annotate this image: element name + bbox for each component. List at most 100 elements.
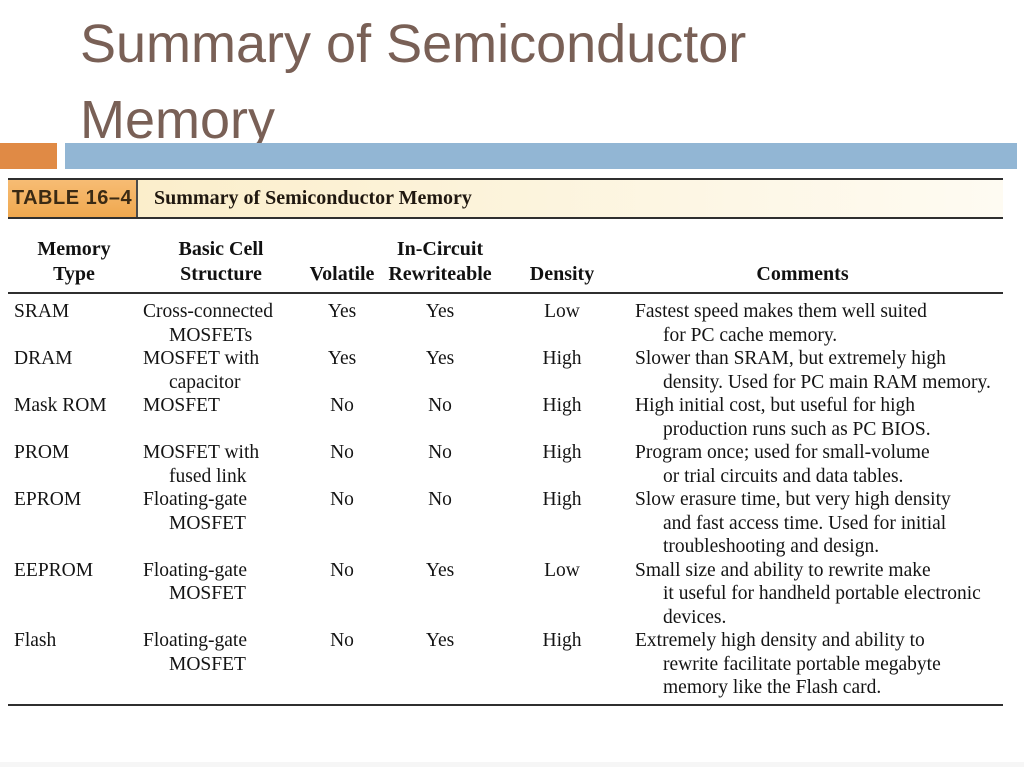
cell-line: Extremely high density and ability to [635, 630, 925, 651]
rewriteable-cell: No [428, 395, 452, 416]
cell-line: memory like the Flash card. [663, 677, 882, 698]
table-caption: Summary of Semiconductor Memory [138, 180, 1003, 217]
cell-line: for PC cache memory. [663, 324, 838, 346]
column-header-line: Basic Cell [178, 238, 264, 260]
memory-type-cell: PROM [14, 442, 70, 463]
cell-line: MOSFET [143, 395, 220, 416]
rewriteable-cell: No [428, 442, 452, 463]
rewriteable-cell: Yes [425, 559, 455, 581]
volatile-cell: Yes [327, 348, 357, 369]
cell-line: MOSFET with [143, 348, 260, 369]
cell-line: density. Used for PC main RAM memory. [663, 371, 991, 393]
cell-line: High initial cost, but useful for high [635, 395, 916, 416]
cell-line: Program once; used for small-volume [635, 442, 930, 463]
table-row: Mask ROM MOSFET No No High High initial cost,… [8, 394, 1003, 441]
volatile-cell: No [330, 489, 354, 510]
slide-title: Summary of Semiconductor Memory [80, 14, 747, 150]
accent-square [0, 143, 57, 169]
comments-cell: Slow erasure time, but very high density… [626, 488, 1003, 559]
cell-line: it useful for handheld portable electron… [663, 583, 981, 604]
cell-line: Cross-connected [143, 301, 273, 322]
column-header-line: Volatile [309, 263, 375, 285]
column-header-volatile: Volatile [302, 262, 382, 287]
cell-line: production runs such as PC BIOS. [663, 418, 931, 440]
volatile-cell: No [330, 559, 354, 581]
cell-line: and fast access time. Used for initial [663, 512, 947, 534]
accent-bar [65, 143, 1017, 169]
column-header-line: Structure [180, 263, 262, 285]
density-cell: High [542, 489, 582, 510]
column-header-density: Density [498, 262, 626, 287]
column-header-line: Comments [756, 263, 849, 285]
density-cell: High [542, 348, 582, 369]
cell-line: MOSFET [169, 583, 246, 604]
rewriteable-cell: No [428, 489, 452, 510]
memory-type-cell: Flash [14, 630, 57, 651]
table-title-band: TABLE 16–4 Summary of Semiconductor Memo… [8, 180, 1003, 219]
cell-line: MOSFET with [143, 442, 260, 463]
density-cell: High [542, 630, 582, 651]
cell-line: Small size and ability to rewrite make [635, 559, 931, 581]
memory-type-cell: Mask ROM [14, 395, 107, 416]
volatile-cell: No [330, 395, 354, 416]
table-label: TABLE 16–4 [8, 180, 138, 217]
volatile-cell: No [330, 630, 354, 651]
column-header-line: Rewriteable [388, 263, 492, 285]
cell-line: troubleshooting and design. [663, 536, 880, 557]
cell-line: rewrite facilitate portable megabyte [663, 653, 941, 675]
cell-line: fused link [169, 465, 247, 487]
cell-line: or trial circuits and data tables. [663, 465, 904, 487]
rewriteable-cell: Yes [425, 630, 455, 651]
memory-type-cell: SRAM [14, 301, 70, 322]
rewriteable-cell: Yes [425, 348, 455, 369]
volatile-cell: No [330, 442, 354, 463]
memory-type-cell: EEPROM [14, 559, 94, 581]
memory-type-cell: DRAM [14, 348, 73, 369]
summary-table: TABLE 16–4 Summary of Semiconductor Memo… [8, 178, 1003, 706]
slide-bottom-edge [0, 762, 1024, 767]
cell-line: Slow erasure time, but very high density [635, 489, 951, 510]
density-cell: Low [544, 559, 580, 581]
cell-line: Floating-gate [143, 630, 247, 651]
column-header-comments: Comments [626, 262, 1003, 287]
column-header-line: In-Circuit [396, 238, 484, 260]
density-cell: High [542, 442, 582, 463]
cell-line: Fastest speed makes them well suited [635, 301, 927, 322]
density-cell: High [542, 395, 582, 416]
cell-line: Floating-gate [143, 489, 247, 510]
cell-line: Slower than SRAM, but extremely high [635, 348, 946, 369]
structure-cell: MOSFET [140, 394, 302, 441]
column-header-line: Density [529, 263, 595, 285]
cell-line: MOSFET [169, 512, 246, 534]
column-header-line: Type [53, 263, 95, 285]
cell-line: Floating-gate [143, 559, 247, 581]
rewriteable-cell: Yes [425, 301, 455, 322]
memory-type-cell: EPROM [14, 489, 82, 510]
volatile-cell: Yes [327, 301, 357, 322]
column-header-line: Memory [37, 238, 111, 260]
cell-line: capacitor [169, 371, 241, 393]
density-cell: Low [544, 301, 580, 322]
cell-line: MOSFETs [169, 324, 253, 346]
